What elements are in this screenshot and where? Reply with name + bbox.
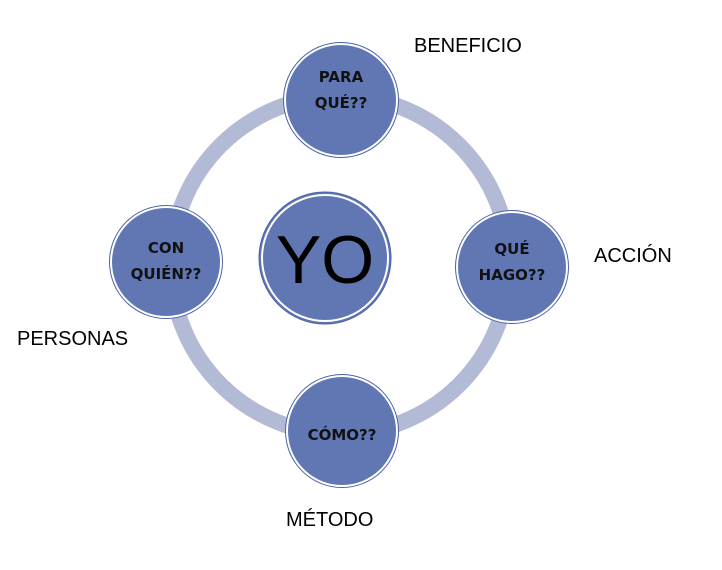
node-left-line2: QUIÉN?? bbox=[131, 264, 202, 283]
node-bottom-line1: CÓMO?? bbox=[308, 425, 377, 444]
node-top-line1: PARA bbox=[319, 68, 364, 86]
node-bottom: CÓMO?? bbox=[285, 374, 399, 488]
node-top-line2: QUÉ?? bbox=[315, 93, 368, 112]
node-left: CON QUIÉN?? bbox=[109, 205, 223, 319]
label-accion: ACCIÓN bbox=[594, 245, 672, 267]
label-metodo: MÉTODO bbox=[286, 509, 374, 531]
center-node: YO bbox=[258, 191, 392, 325]
center-text: YO bbox=[276, 222, 374, 298]
node-right: QUÉ HAGO?? bbox=[455, 210, 569, 324]
node-right-line1: QUÉ bbox=[494, 239, 529, 258]
node-top: PARA QUÉ?? bbox=[283, 42, 399, 158]
label-beneficio: BENEFICIO bbox=[414, 35, 522, 57]
node-left-line1: CON bbox=[148, 239, 184, 257]
node-right-line2: HAGO?? bbox=[479, 266, 546, 284]
label-personas: PERSONAS bbox=[17, 328, 129, 350]
